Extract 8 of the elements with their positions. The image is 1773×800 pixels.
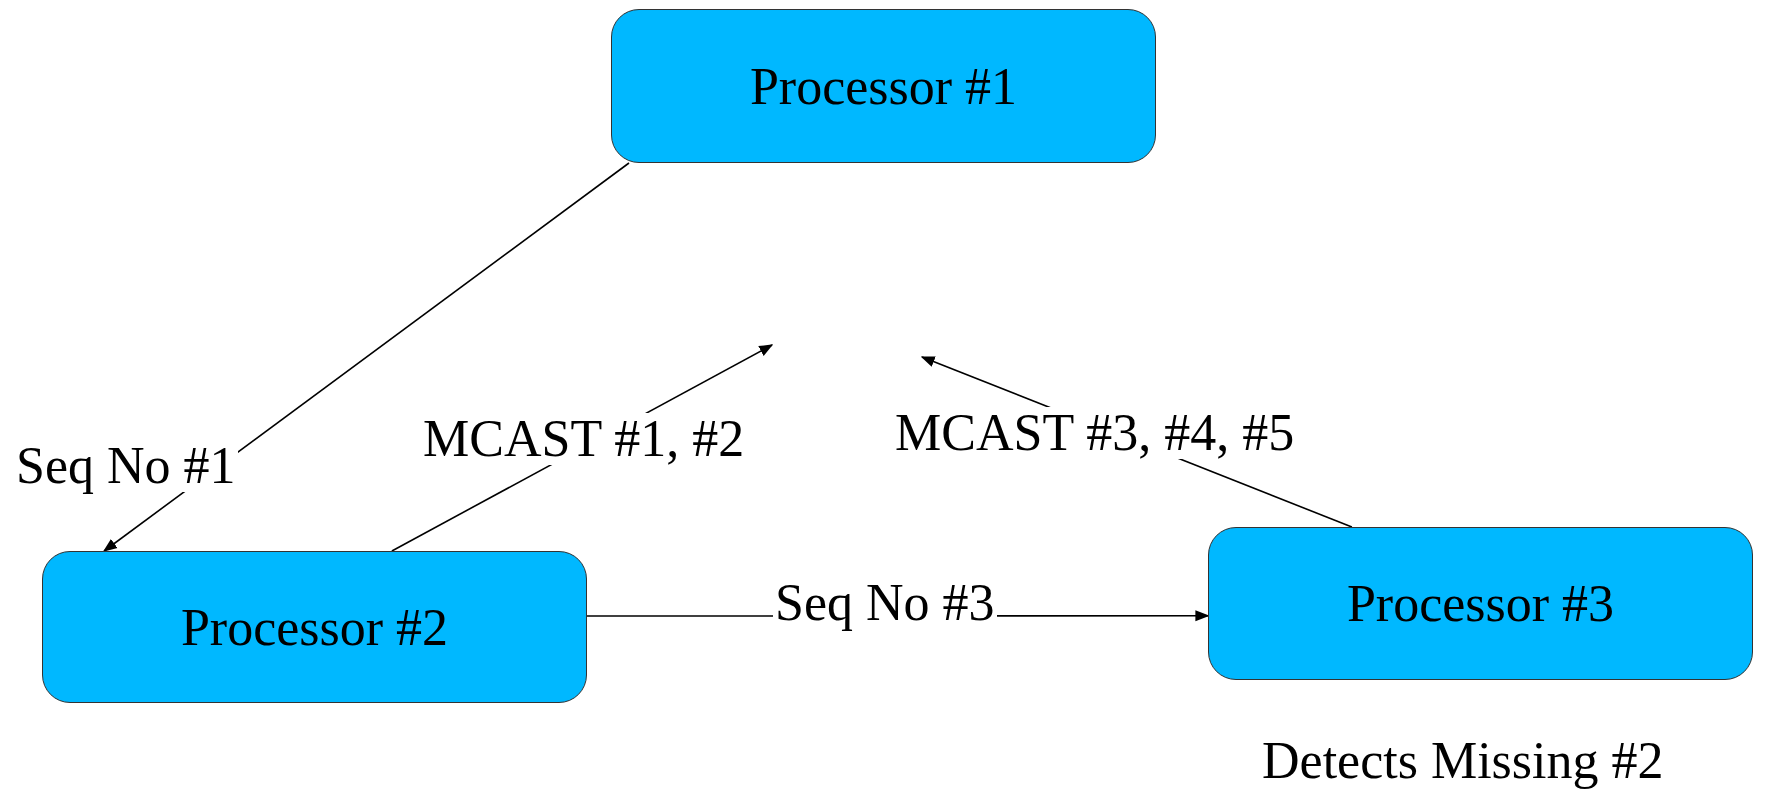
node-label: Processor #3: [1346, 574, 1615, 633]
node-caption: Detects Missing #2: [1262, 735, 1664, 787]
process-box: [611, 9, 1156, 163]
node-label: Processor #2: [180, 597, 449, 657]
node-label: Processor #1: [749, 56, 1018, 116]
arrow: [103, 162, 630, 552]
process-box: [42, 551, 587, 703]
process-box: [1208, 527, 1753, 680]
